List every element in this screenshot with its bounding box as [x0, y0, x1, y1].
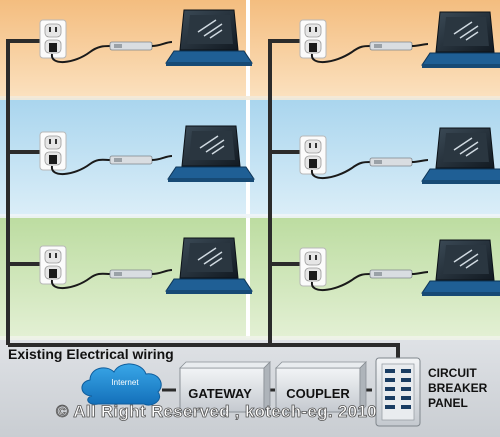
cloud-icon [81, 363, 162, 406]
wall-outlet-icon [39, 19, 67, 59]
gateway-label: GATEWAY [188, 386, 252, 401]
internet-label: Internet [111, 378, 139, 387]
coupler-label: COUPLER [286, 386, 350, 401]
power-line-adapter-icon [109, 269, 153, 279]
power-line-adapter-icon [109, 41, 153, 51]
breaker-panel-label: CIRCUIT BREAKER PANEL [428, 366, 488, 410]
wall-outlet-icon [39, 245, 67, 285]
wall-outlet-icon [299, 247, 327, 287]
power-line-adapter-icon [369, 41, 413, 51]
wall-outlet-icon [39, 131, 67, 171]
wiring-label: Existing Electrical wiring [8, 346, 174, 362]
power-line-adapter-icon [109, 155, 153, 165]
power-line-adapter-icon [369, 157, 413, 167]
wall-outlet-icon [299, 135, 327, 175]
breaker-panel-icon[interactable] [375, 357, 421, 427]
electrical-wiring [6, 39, 400, 360]
room-divider [246, 0, 250, 338]
power-line-adapter-icon [369, 269, 413, 279]
gateway-box[interactable] [179, 367, 265, 413]
wall-outlet-icon [299, 19, 327, 59]
left-devices [39, 9, 255, 295]
coupler-box[interactable] [275, 367, 361, 413]
copyright-watermark: © All Right Reserved , kotech-eg. 2010 [56, 402, 377, 422]
network-equipment [81, 357, 421, 427]
right-devices [299, 11, 500, 297]
